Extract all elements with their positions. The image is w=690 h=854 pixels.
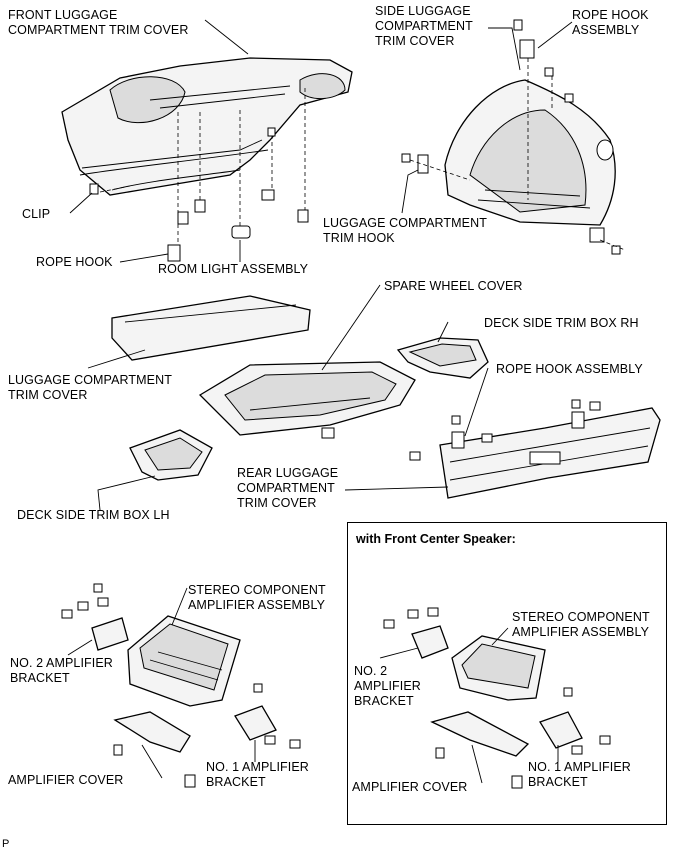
rear-luggage-trim-cover-part	[439, 407, 661, 499]
front-center-speaker-inset	[347, 522, 667, 825]
deck-side-trim-box-lh-part	[129, 429, 213, 481]
figure-code: P	[2, 838, 10, 850]
label-rope-hook: ROPE HOOK	[36, 255, 113, 269]
stereo-amp-left-part	[127, 615, 241, 707]
label-rope-hook-assembly-top: ROPE HOOK ASSEMBLY	[572, 8, 649, 37]
label-stereo-amp-right: STEREO COMPONENT AMPLIFIER ASSEMBLY	[512, 610, 650, 639]
label-rear-luggage-trim-cover: REAR LUGGAGE COMPARTMENT TRIM COVER	[237, 466, 339, 510]
label-luggage-trim-hook: LUGGAGE COMPARTMENT TRIM HOOK	[323, 216, 487, 245]
inset-title: with Front Center Speaker:	[356, 532, 516, 546]
no2-bracket-right-part	[383, 607, 449, 659]
label-no1-bracket-left: NO. 1 AMPLIFIER BRACKET	[206, 760, 309, 789]
label-clip: CLIP	[22, 207, 51, 221]
label-deck-side-trim-box-rh: DECK SIDE TRIM BOX RH	[484, 316, 639, 330]
label-spare-wheel-cover: SPARE WHEEL COVER	[384, 279, 523, 293]
no2-bracket-left-part	[61, 583, 129, 651]
label-front-luggage-trim-cover: FRONT LUGGAGE COMPARTMENT TRIM COVER	[8, 8, 189, 37]
label-no2-bracket-left: NO. 2 AMPLIFIER BRACKET	[10, 656, 113, 685]
label-amp-cover-right: AMPLIFIER COVER	[352, 780, 468, 794]
no1-bracket-right-part	[539, 711, 583, 749]
label-stereo-amp-left: STEREO COMPONENT AMPLIFIER ASSEMBLY	[188, 583, 326, 612]
leader-lines	[67, 19, 573, 784]
deck-side-trim-box-rh-part	[396, 337, 489, 379]
label-amp-cover-left: AMPLIFIER COVER	[8, 773, 124, 787]
front-luggage-trim-cover-part	[61, 57, 353, 196]
spare-wheel-cover-part	[198, 361, 416, 439]
amp-cover-right-part	[430, 711, 530, 757]
amp-cover-left-part	[113, 711, 191, 753]
label-room-light-assembly: ROOM LIGHT ASSEMBLY	[158, 262, 309, 276]
label-no1-bracket-right: NO. 1 AMPLIFIER BRACKET	[528, 760, 631, 789]
stereo-amp-right-part	[451, 635, 546, 701]
no1-bracket-left-part	[234, 705, 277, 741]
label-luggage-trim-cover: LUGGAGE COMPARTMENT TRIM COVER	[8, 373, 172, 402]
label-side-luggage-trim-cover: SIDE LUGGAGE COMPARTMENT TRIM COVER	[375, 4, 473, 48]
label-rope-hook-assembly-mid: ROPE HOOK ASSEMBLY	[496, 362, 643, 376]
label-no2-bracket-right: NO. 2 AMPLIFIER BRACKET	[354, 664, 421, 708]
label-deck-side-trim-box-lh: DECK SIDE TRIM BOX LH	[17, 508, 170, 522]
luggage-trim-cover-part	[111, 295, 311, 361]
side-luggage-trim-cover-part	[444, 79, 616, 226]
